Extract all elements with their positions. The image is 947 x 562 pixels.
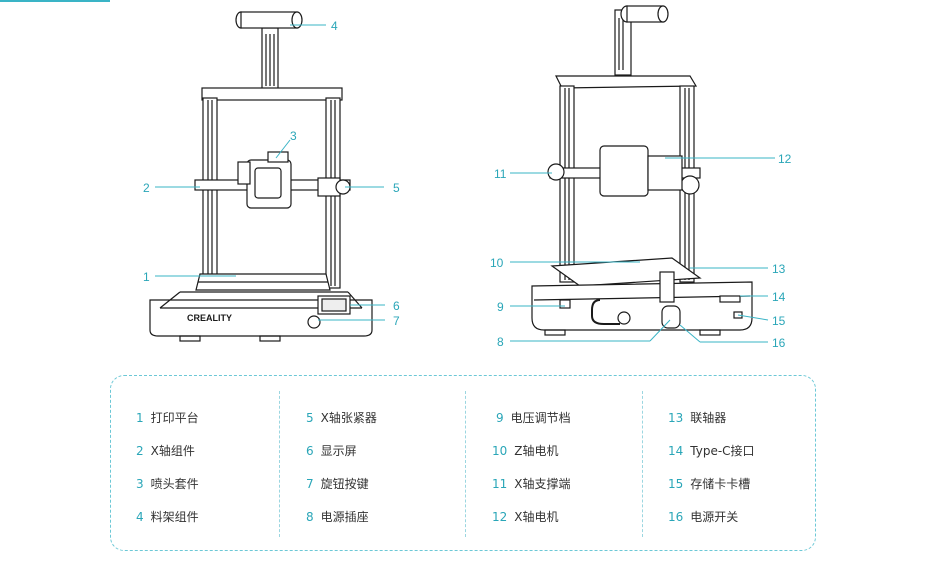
callout-10: 10 bbox=[490, 256, 504, 270]
top-accent-rule bbox=[0, 0, 110, 2]
callout-9: 9 bbox=[497, 300, 504, 314]
callout-11: 11 bbox=[494, 167, 507, 181]
rear-leader-lines bbox=[510, 157, 775, 343]
callout-1: 1 bbox=[143, 270, 150, 284]
callout-5: 5 bbox=[393, 181, 400, 195]
creality-logo: CREALITY bbox=[187, 313, 232, 323]
callout-8: 8 bbox=[497, 335, 504, 349]
callout-12: 12 bbox=[778, 152, 792, 166]
printer-illustrations: CREALITY bbox=[149, 5, 775, 343]
callout-13: 13 bbox=[772, 262, 786, 276]
callout-3: 3 bbox=[290, 129, 297, 143]
callout-2: 2 bbox=[143, 181, 150, 195]
legend-divider bbox=[279, 391, 280, 537]
callout-7: 7 bbox=[393, 314, 400, 328]
callout-6: 6 bbox=[393, 299, 400, 313]
callout-14: 14 bbox=[772, 290, 786, 304]
legend-divider bbox=[642, 391, 643, 537]
rear-view-printer bbox=[531, 5, 753, 336]
callout-4: 4 bbox=[331, 19, 338, 33]
callout-15: 15 bbox=[772, 314, 786, 328]
legend-divider bbox=[465, 391, 466, 537]
front-leader-lines bbox=[155, 24, 385, 321]
callout-16: 16 bbox=[772, 336, 786, 350]
parts-legend bbox=[110, 375, 816, 551]
front-view-printer bbox=[149, 11, 373, 342]
